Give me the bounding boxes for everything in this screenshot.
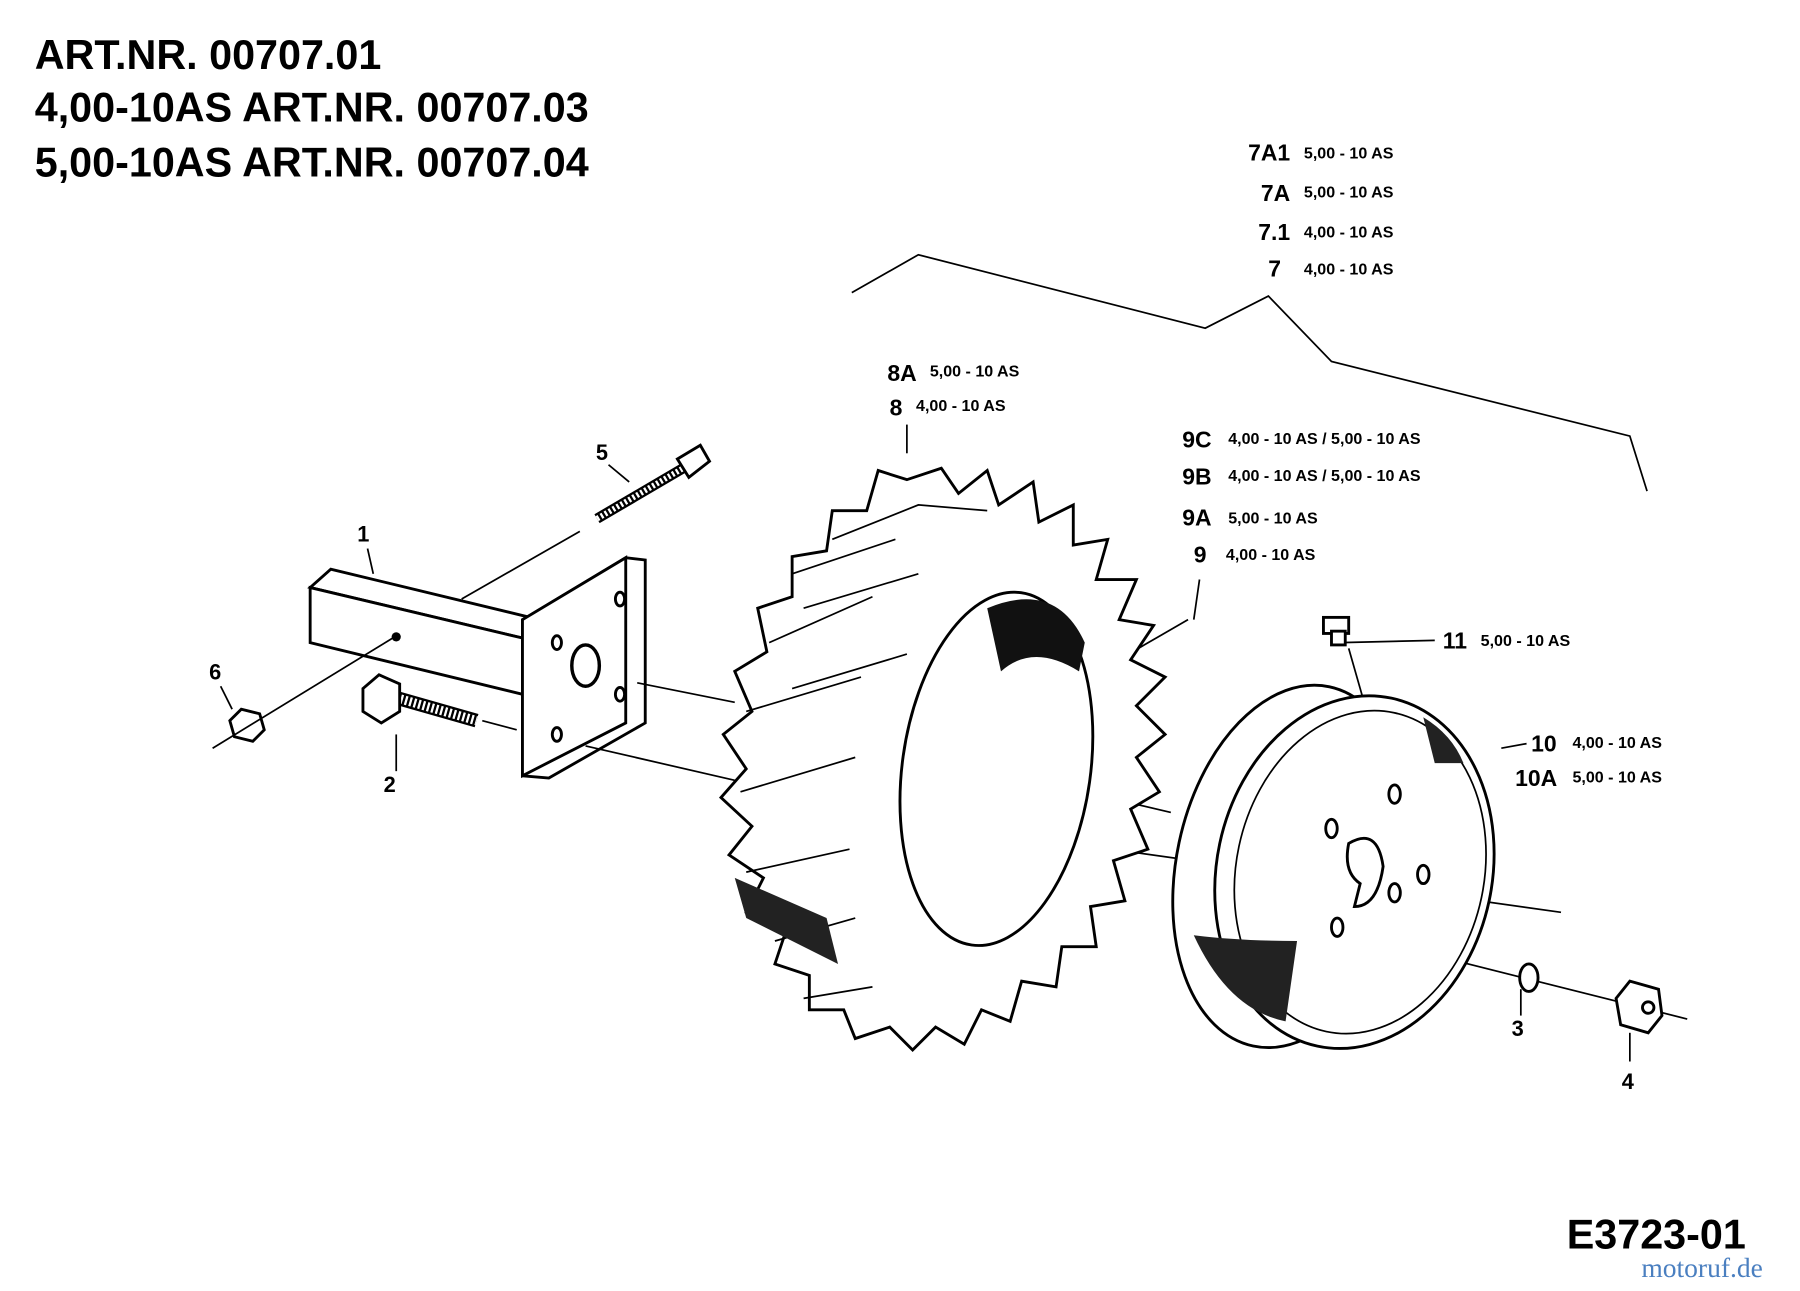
callout-10: 10 4,00 - 10 AS	[1531, 731, 1662, 757]
callout-7A: 7A 5,00 - 10 AS	[1261, 180, 1394, 206]
bolt-5	[594, 443, 712, 524]
svg-text:9A: 9A	[1182, 505, 1211, 531]
article-header: ART.NR. 00707.01 4,00-10AS ART.NR. 00707…	[35, 32, 589, 186]
part-number-3: 3	[1512, 1016, 1524, 1041]
rim	[1171, 683, 1496, 1050]
svg-text:11: 11	[1443, 627, 1467, 653]
callout-11: 11 5,00 - 10 AS	[1443, 627, 1571, 653]
part-number-6: 6	[209, 659, 221, 684]
svg-text:9B: 9B	[1182, 463, 1211, 489]
svg-text:4,00 - 10 AS: 4,00 - 10 AS	[1226, 546, 1316, 564]
svg-text:5,00 - 10 AS: 5,00 - 10 AS	[1481, 632, 1571, 650]
callout-8: 8 4,00 - 10 AS	[890, 394, 1006, 420]
bolt-2	[361, 673, 479, 728]
svg-text:5,00 - 10 AS: 5,00 - 10 AS	[1304, 144, 1394, 162]
svg-text:8: 8	[890, 394, 903, 420]
callout-9A: 9A 5,00 - 10 AS	[1182, 505, 1318, 531]
callout-9B: 9B 4,00 - 10 AS / 5,00 - 10 AS	[1182, 463, 1421, 489]
part-number-2: 2	[384, 772, 396, 797]
header-line-2: 4,00-10AS ART.NR. 00707.03	[35, 85, 589, 131]
callout-10A: 10A 5,00 - 10 AS	[1515, 765, 1662, 791]
svg-text:4,00 - 10 AS: 4,00 - 10 AS	[1304, 224, 1394, 242]
svg-text:4,00 - 10 AS / 5,00 - 10 AS: 4,00 - 10 AS / 5,00 - 10 AS	[1228, 430, 1421, 448]
header-line-3: 5,00-10AS ART.NR. 00707.04	[35, 140, 589, 186]
part-number-1: 1	[357, 522, 369, 547]
drawing-id: E3723-01	[1567, 1212, 1746, 1258]
part-number-4: 4	[1622, 1069, 1634, 1094]
axle-shaft	[307, 555, 647, 780]
svg-text:4,00 - 10 AS: 4,00 - 10 AS	[1304, 260, 1394, 278]
svg-text:4,00 - 10 AS: 4,00 - 10 AS	[916, 397, 1006, 415]
callout-8A: 8A 5,00 - 10 AS	[887, 360, 1019, 386]
callout-7-1: 7.1 4,00 - 10 AS	[1258, 219, 1393, 245]
callout-9: 9 4,00 - 10 AS	[1194, 541, 1316, 567]
nut-6	[228, 707, 266, 743]
svg-text:4,00 - 10 AS: 4,00 - 10 AS	[1572, 734, 1662, 752]
header-line-1: ART.NR. 00707.01	[35, 32, 382, 78]
svg-text:10: 10	[1531, 731, 1557, 757]
svg-text:8A: 8A	[887, 360, 916, 386]
svg-text:9C: 9C	[1182, 427, 1211, 453]
washer-3	[1518, 962, 1540, 993]
svg-text:5,00 - 10 AS: 5,00 - 10 AS	[1304, 183, 1394, 201]
svg-text:7.1: 7.1	[1258, 219, 1290, 245]
tire	[718, 466, 1168, 1053]
svg-text:7A1: 7A1	[1248, 140, 1290, 166]
callout-7A1: 7A1 5,00 - 10 AS	[1248, 140, 1394, 166]
callout-9C: 9C 4,00 - 10 AS / 5,00 - 10 AS	[1182, 427, 1421, 453]
callout-7: 7 4,00 - 10 AS	[1268, 256, 1394, 282]
svg-text:9: 9	[1194, 541, 1207, 567]
part-number-5: 5	[596, 440, 608, 465]
svg-text:5,00 - 10 AS: 5,00 - 10 AS	[1572, 769, 1662, 787]
svg-text:5,00 - 10 AS: 5,00 - 10 AS	[1228, 509, 1318, 527]
valve-11	[1322, 615, 1351, 647]
svg-text:5,00 - 10 AS: 5,00 - 10 AS	[930, 362, 1020, 380]
svg-text:10A: 10A	[1515, 765, 1557, 791]
svg-text:7: 7	[1268, 256, 1281, 282]
svg-text:7A: 7A	[1261, 180, 1290, 206]
watermark-logo: motoruf.de	[1641, 1252, 1763, 1283]
svg-text:4,00 - 10 AS / 5,00 - 10 AS: 4,00 - 10 AS / 5,00 - 10 AS	[1228, 467, 1421, 485]
group-bracket-line	[851, 253, 1648, 492]
nut-4	[1614, 979, 1664, 1035]
